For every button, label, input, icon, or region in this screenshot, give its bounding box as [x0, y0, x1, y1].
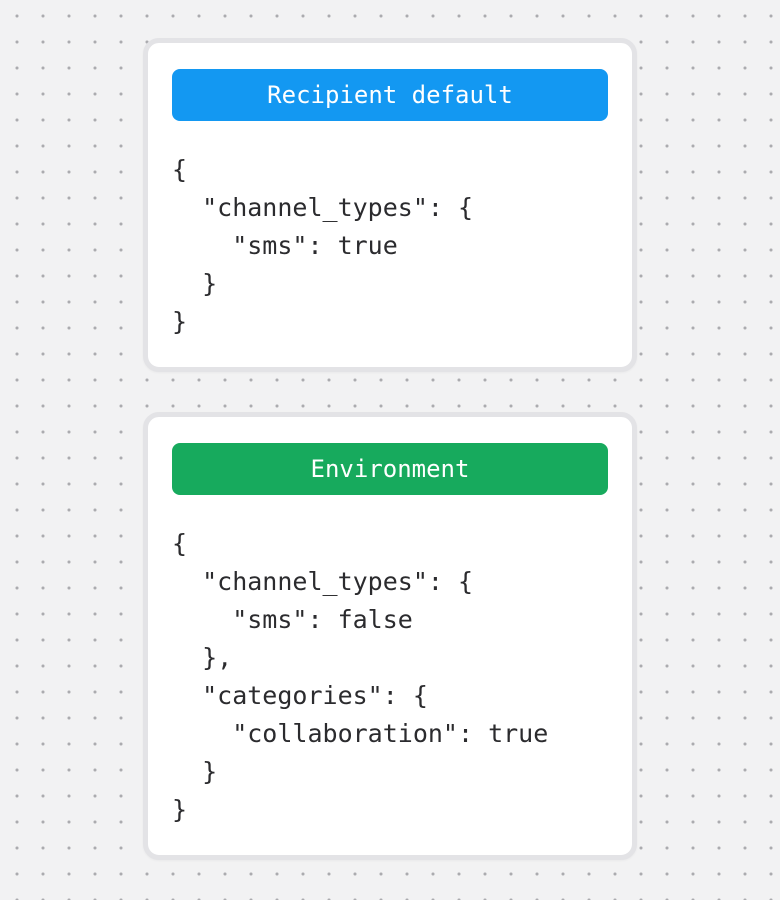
environment-card: Environment { "channel_types": { "sms": …	[143, 412, 637, 860]
recipient-default-card: Recipient default { "channel_types": { "…	[143, 38, 637, 372]
environment-badge-label: Environment	[310, 455, 470, 483]
environment-json-code: { "channel_types": { "sms": false }, "ca…	[172, 529, 549, 824]
environment-badge: Environment	[172, 443, 608, 495]
recipient-default-badge: Recipient default	[172, 69, 608, 121]
recipient-default-badge-label: Recipient default	[267, 81, 513, 109]
recipient-default-json-code: { "channel_types": { "sms": true } }	[172, 155, 474, 336]
